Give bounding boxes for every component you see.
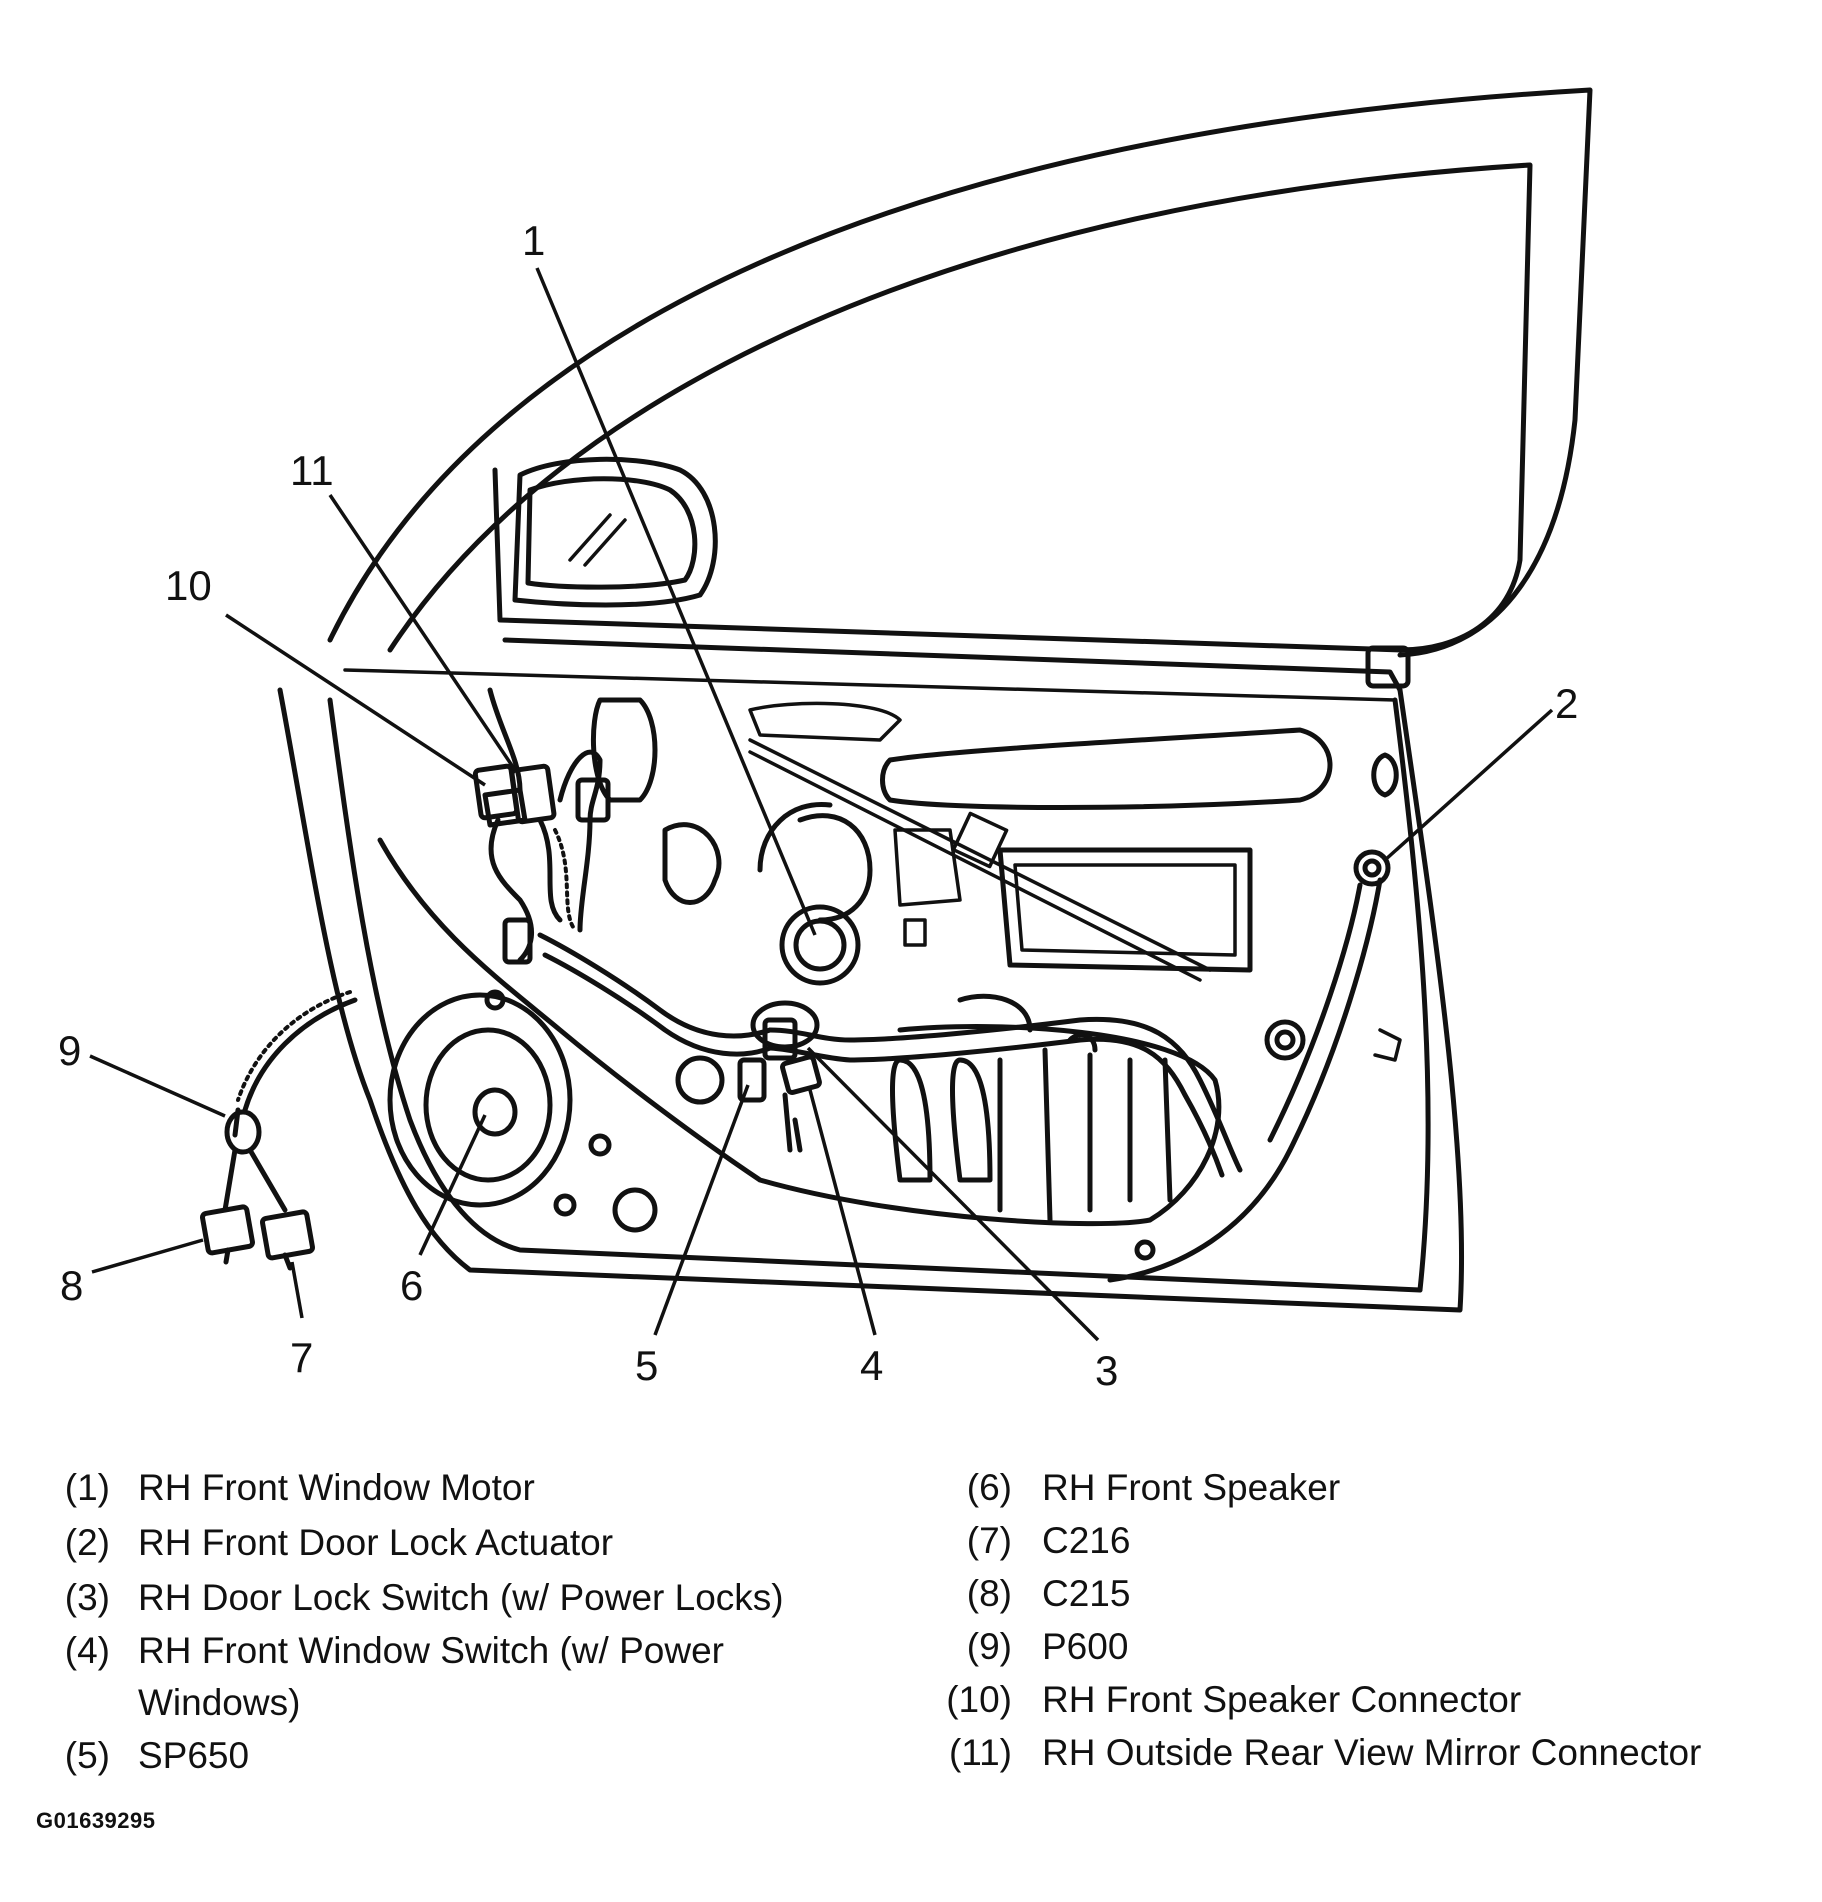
legend-number: (10) xyxy=(946,1679,1012,1720)
legend-number: (11) xyxy=(948,1732,1012,1773)
legend-number: (4) xyxy=(64,1630,110,1671)
callout-2: 2 xyxy=(1555,680,1578,727)
door-shell xyxy=(277,668,1465,1313)
window-motor xyxy=(748,738,1212,1033)
legend-text: RH Front Door Lock Actuator xyxy=(138,1522,614,1563)
legend-text: RH Front Speaker Connector xyxy=(1042,1679,1522,1720)
legend-text: SP650 xyxy=(138,1735,250,1776)
legend-number: (2) xyxy=(64,1522,110,1563)
legend-text: RH Door Lock Switch (w/ Power Locks) xyxy=(138,1577,784,1618)
callout-6: 6 xyxy=(400,1262,423,1309)
legend-number: (5) xyxy=(64,1735,110,1776)
callout-7: 7 xyxy=(290,1334,313,1381)
legend-number: (6) xyxy=(966,1467,1012,1508)
legend-text: RH Front Speaker xyxy=(1042,1467,1341,1508)
callout-1: 1 xyxy=(522,217,545,264)
callout-labels: 1 2 3 4 5 6 7 8 9 10 11 xyxy=(58,217,1578,1394)
side-mirror xyxy=(512,456,718,608)
legend-text: RH Front Window Motor xyxy=(138,1467,535,1508)
legend-text: P600 xyxy=(1042,1626,1129,1667)
legend-number: (9) xyxy=(966,1626,1012,1667)
legend-number: (8) xyxy=(966,1573,1012,1614)
speaker xyxy=(387,989,1156,1261)
legend-text: RH Outside Rear View Mirror Connector xyxy=(1042,1732,1702,1773)
leader-lines xyxy=(89,267,1554,1342)
callout-10: 10 xyxy=(165,562,212,609)
legend-number: (1) xyxy=(64,1467,110,1508)
callout-8: 8 xyxy=(60,1262,83,1309)
figure-id: G01639295 xyxy=(36,1808,156,1833)
callout-9: 9 xyxy=(58,1027,81,1074)
lock-bracket xyxy=(1107,752,1402,1283)
legend-text: C216 xyxy=(1042,1520,1131,1561)
legend-number: (7) xyxy=(966,1520,1012,1561)
legend-number: (3) xyxy=(64,1577,110,1618)
callout-5: 5 xyxy=(635,1342,658,1389)
inner-panel xyxy=(377,697,1333,1227)
callout-3: 3 xyxy=(1095,1347,1118,1394)
wiring-harness xyxy=(199,687,1243,1271)
legend-text: C215 xyxy=(1042,1573,1131,1614)
door-wiring-diagram: 1 2 3 4 5 6 7 8 9 10 11 xyxy=(58,87,1593,1394)
legend-text: RH Front Window Switch (w/ Power Windows… xyxy=(138,1630,724,1723)
callout-4: 4 xyxy=(860,1342,883,1389)
callout-11: 11 xyxy=(290,447,334,494)
